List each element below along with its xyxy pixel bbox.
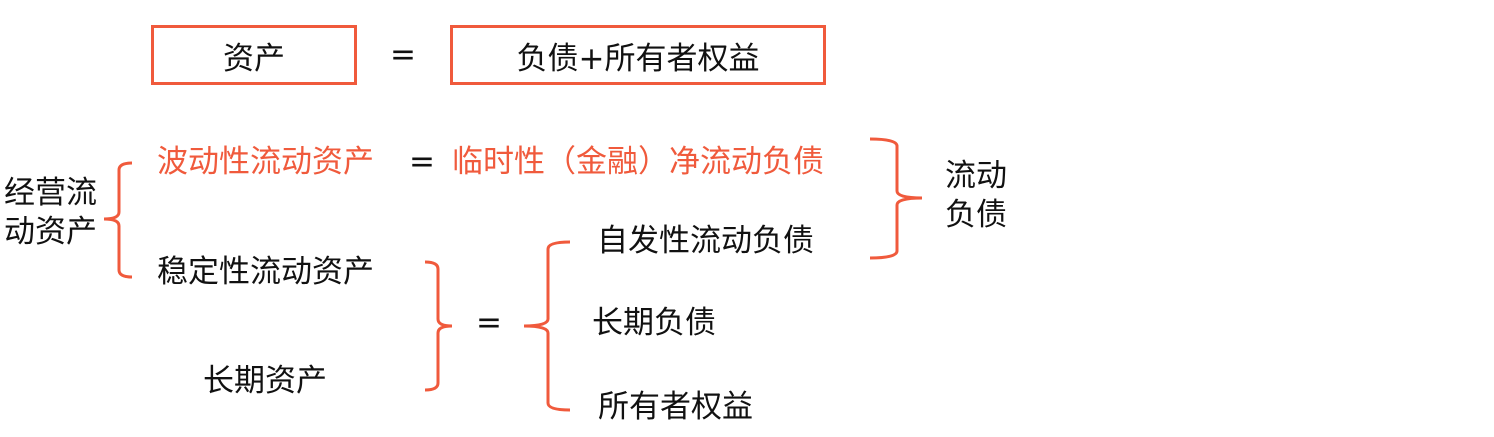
assets-label: 资产	[223, 40, 285, 77]
liabilities-equity-label: 负债+所有者权益	[516, 40, 760, 77]
operating-current-assets-line2: 动资产	[4, 214, 97, 250]
fluctuating-current-assets: 波动性流动资产	[157, 144, 374, 180]
left-brace-operating	[103, 161, 133, 279]
equals-sign-1: =	[409, 144, 435, 180]
assets-box: 资产	[151, 25, 357, 85]
right-brace-current-liabilities	[869, 137, 923, 260]
current-liabilities-line2: 负债	[945, 197, 1007, 233]
spontaneous-current-liabilities: 自发性流动负债	[597, 223, 814, 259]
stable-current-assets: 稳定性流动资产	[157, 254, 374, 290]
equals-sign: =	[390, 37, 416, 73]
right-brace-long-term-funding	[424, 260, 453, 392]
equals-sign-2: =	[476, 305, 502, 341]
left-brace-long-term-sources	[523, 240, 571, 412]
long-term-assets: 长期资产	[203, 363, 327, 399]
owners-equity: 所有者权益	[598, 389, 753, 425]
current-liabilities-line1: 流动	[945, 158, 1007, 194]
operating-current-assets-line1: 经营流	[4, 175, 97, 211]
long-term-liabilities: 长期负债	[592, 305, 716, 341]
temporary-net-current-liabilities: 临时性（金融）净流动负债	[452, 144, 824, 180]
liabilities-equity-box: 负债+所有者权益	[450, 25, 826, 85]
